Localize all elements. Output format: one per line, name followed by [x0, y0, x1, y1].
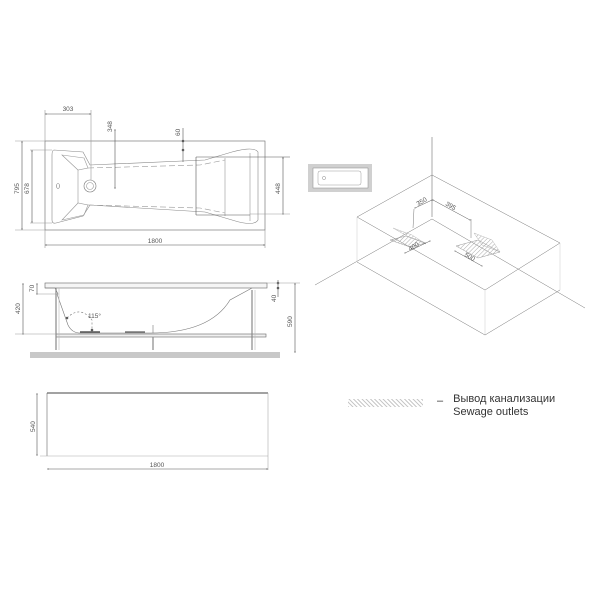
dim-wall-offset: 60 [175, 128, 182, 136]
isometric-view [314, 137, 586, 336]
dim-outlet2-width: 500 [463, 252, 476, 264]
top-view-dimension-labels: 1800 303 348 60 795 678 448 [14, 106, 282, 245]
legend-label-en: Sewage outlets [453, 406, 529, 418]
dim-outlet2-offset: 395 [444, 201, 457, 213]
dim-inner-depth: 420 [15, 303, 22, 314]
dim-inner-width: 678 [24, 183, 31, 194]
legend-label-ru: Вывод канализации [453, 393, 556, 405]
dim-top-lip: 40 [271, 294, 278, 302]
dim-rim-thickness: 70 [29, 284, 36, 292]
dim-drain-offset: 303 [63, 106, 74, 113]
top-view [15, 110, 290, 248]
dim-outlet1-offset: 350 [416, 196, 429, 208]
dim-overall-length: 1800 [148, 238, 163, 245]
isometric-dimension-labels: 350 395 400 500 [408, 196, 477, 263]
dim-panel-height: 540 [30, 421, 37, 432]
dim-total-height: 590 [287, 316, 294, 327]
side-view [15, 280, 300, 353]
install-thumbnail [308, 164, 372, 192]
legend-dash: – [437, 395, 444, 407]
legend-labels: Вывод канализации Sewage outlets [453, 393, 555, 419]
dim-outlet1-width: 400 [408, 241, 421, 253]
dim-panel-length: 1800 [150, 462, 165, 469]
dim-overall-width: 795 [14, 183, 21, 194]
front-panel-dimension-labels: 540 1800 [30, 421, 165, 469]
dim-rim-inset: 348 [107, 121, 114, 132]
side-view-dimension-labels: 420 70 40 590 115° [15, 284, 294, 327]
legend: – Вывод канализации Sewage outlets [348, 393, 555, 419]
sewage-outlet-hatch-swatch [348, 399, 423, 407]
tub-outer-rim [44, 140, 266, 231]
floor-line [30, 352, 280, 358]
dim-backrest-angle: 115° [88, 312, 101, 320]
front-panel-view [36, 392, 269, 470]
dim-headrest-width: 448 [275, 183, 282, 194]
